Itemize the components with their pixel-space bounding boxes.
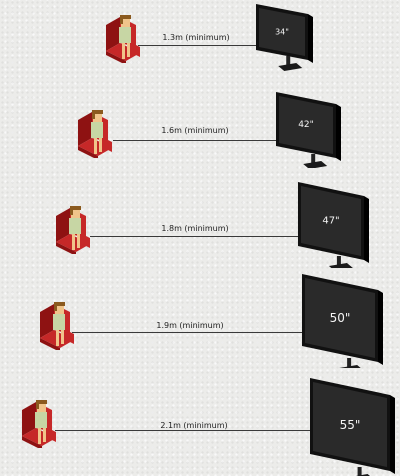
distance-line bbox=[72, 332, 305, 333]
distance-label: 1.3m (minimum) bbox=[162, 33, 230, 42]
viewer-in-armchair-icon bbox=[78, 110, 112, 158]
television-icon bbox=[310, 378, 395, 476]
distance-label: 1.8m (minimum) bbox=[161, 224, 229, 233]
distance-line bbox=[90, 236, 302, 237]
distance-label: 1.6m (minimum) bbox=[161, 126, 229, 135]
television-icon bbox=[276, 92, 341, 168]
tv-viewing-distance-diagram: 1.3m (minimum) 34" 1.6m (minimum) 42" 1.8m (… bbox=[22, 4, 395, 476]
tv-size-label: 55" bbox=[339, 417, 361, 432]
viewer-in-armchair-icon bbox=[56, 206, 90, 254]
distance-line bbox=[55, 430, 312, 431]
tv-size-label: 34" bbox=[275, 27, 289, 37]
television-icon bbox=[298, 182, 369, 268]
distance-label: 2.1m (minimum) bbox=[160, 421, 228, 430]
distance-line bbox=[138, 45, 258, 46]
viewer-in-armchair-icon bbox=[40, 302, 74, 350]
distance-label: 1.9m (minimum) bbox=[156, 321, 224, 330]
distance-line bbox=[113, 140, 280, 141]
viewer-in-armchair-icon bbox=[106, 15, 140, 63]
television-icon bbox=[302, 274, 383, 368]
tv-size-label: 47" bbox=[322, 215, 340, 227]
viewer-in-armchair-icon bbox=[22, 400, 56, 448]
tv-size-label: 50" bbox=[329, 311, 351, 325]
television-icon bbox=[256, 4, 313, 71]
tv-size-label: 42" bbox=[298, 120, 314, 130]
